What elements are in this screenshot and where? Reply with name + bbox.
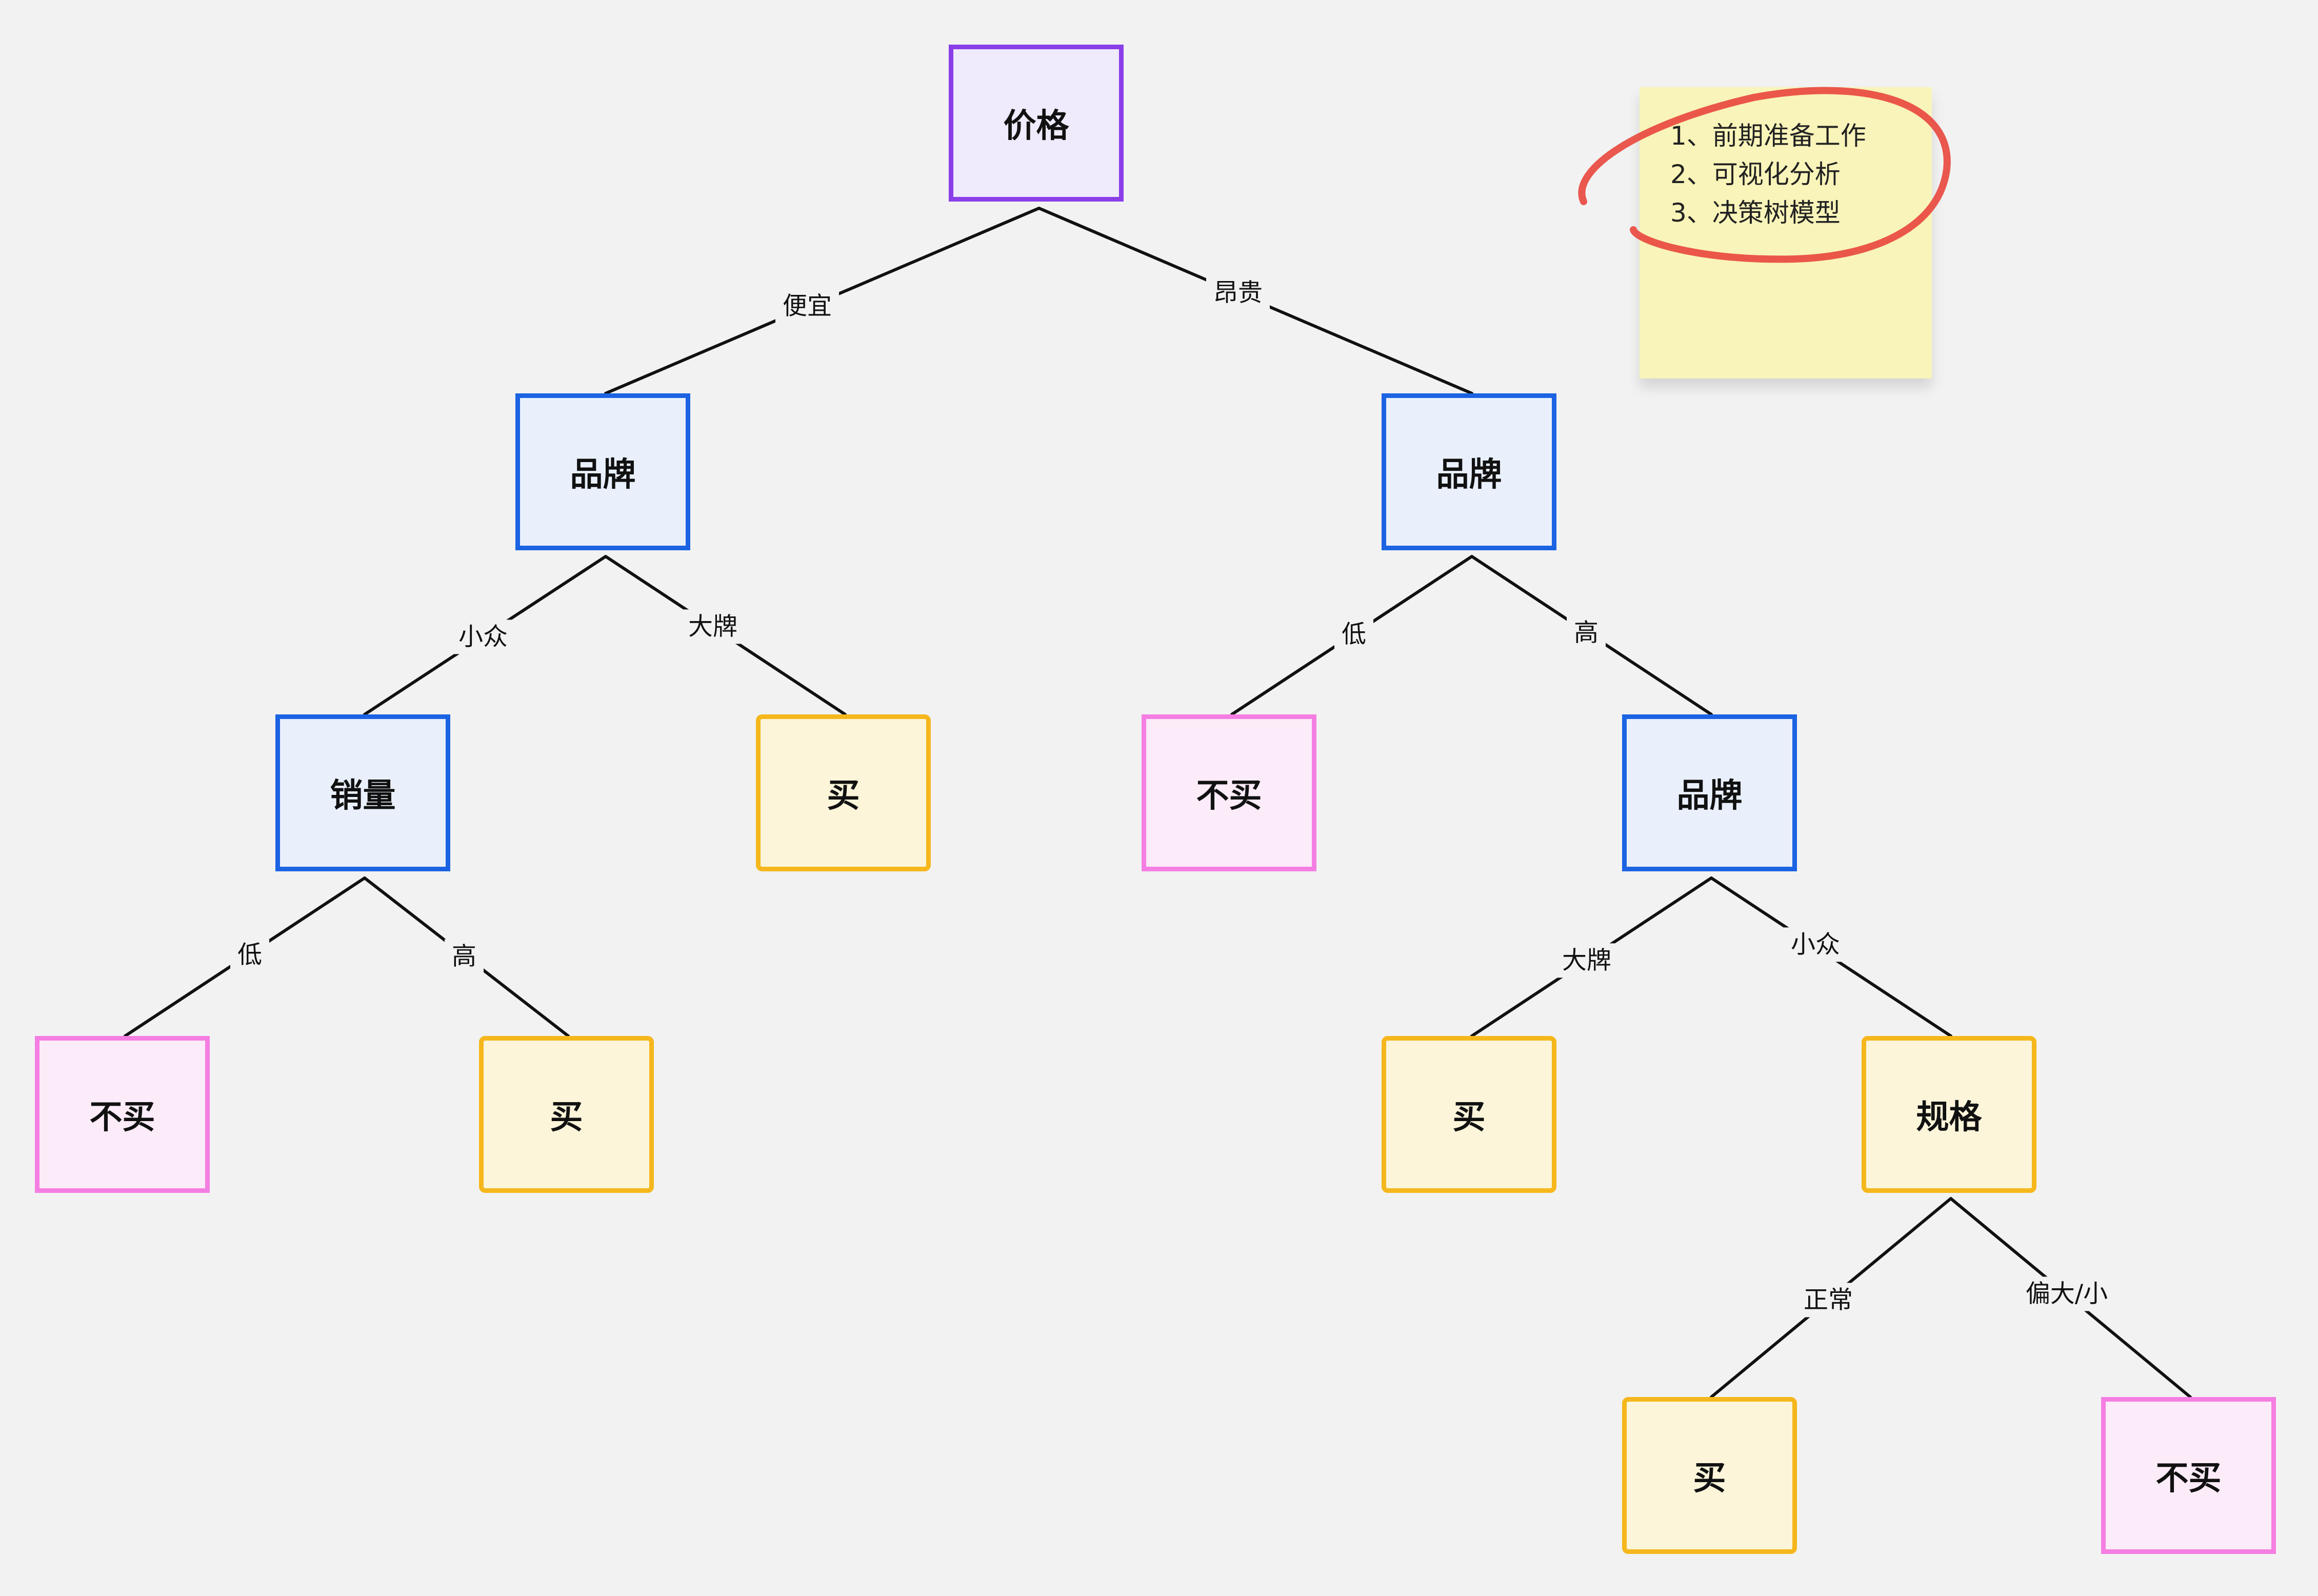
node-buy[interactable]: 买 (1622, 1397, 1797, 1554)
edge-label-normal: 正常 (1796, 1283, 1861, 1318)
node-no-buy[interactable]: 不买 (1142, 714, 1316, 871)
node-brand[interactable]: 品牌 (1622, 714, 1797, 871)
sticky-note-item: 2、可视化分析 (1670, 159, 1841, 189)
edge-label-bigbrand: 大牌 (681, 609, 745, 644)
edge-label-high: 高 (444, 939, 484, 974)
sticky-note-list: 1、前期准备工作 2、可视化分析 3、决策树模型 (1670, 117, 1866, 232)
edge-label-low: 低 (1334, 617, 1374, 652)
node-brand[interactable]: 品牌 (1382, 393, 1556, 550)
edge-label-expensive: 昂贵 (1206, 275, 1270, 310)
edge-label-low: 低 (230, 937, 270, 972)
edge-label-odd-size: 偏大/小 (2018, 1276, 2115, 1311)
sticky-note-item: 1、前期准备工作 (1670, 121, 1866, 151)
edge-label-high: 高 (1566, 615, 1606, 650)
node-spec[interactable]: 规格 (1862, 1036, 2036, 1193)
sticky-note-item: 3、决策树模型 (1670, 198, 1841, 228)
sticky-note[interactable]: 1、前期准备工作 2、可视化分析 3、决策树模型 (1640, 87, 1932, 378)
node-no-buy[interactable]: 不买 (2101, 1397, 2276, 1554)
node-brand[interactable]: 品牌 (515, 393, 690, 550)
node-buy[interactable]: 买 (479, 1036, 654, 1193)
edge-label-bigbrand: 大牌 (1554, 943, 1619, 978)
node-no-buy[interactable]: 不买 (35, 1036, 210, 1193)
node-sales[interactable]: 销量 (275, 714, 450, 871)
node-buy[interactable]: 买 (756, 714, 931, 871)
node-buy[interactable]: 买 (1382, 1036, 1556, 1193)
edge-label-cheap: 便宜 (775, 289, 840, 324)
edge-label-niche: 小众 (451, 620, 515, 654)
node-price[interactable]: 价格 (949, 45, 1124, 202)
edge-label-niche: 小众 (1783, 927, 1848, 962)
